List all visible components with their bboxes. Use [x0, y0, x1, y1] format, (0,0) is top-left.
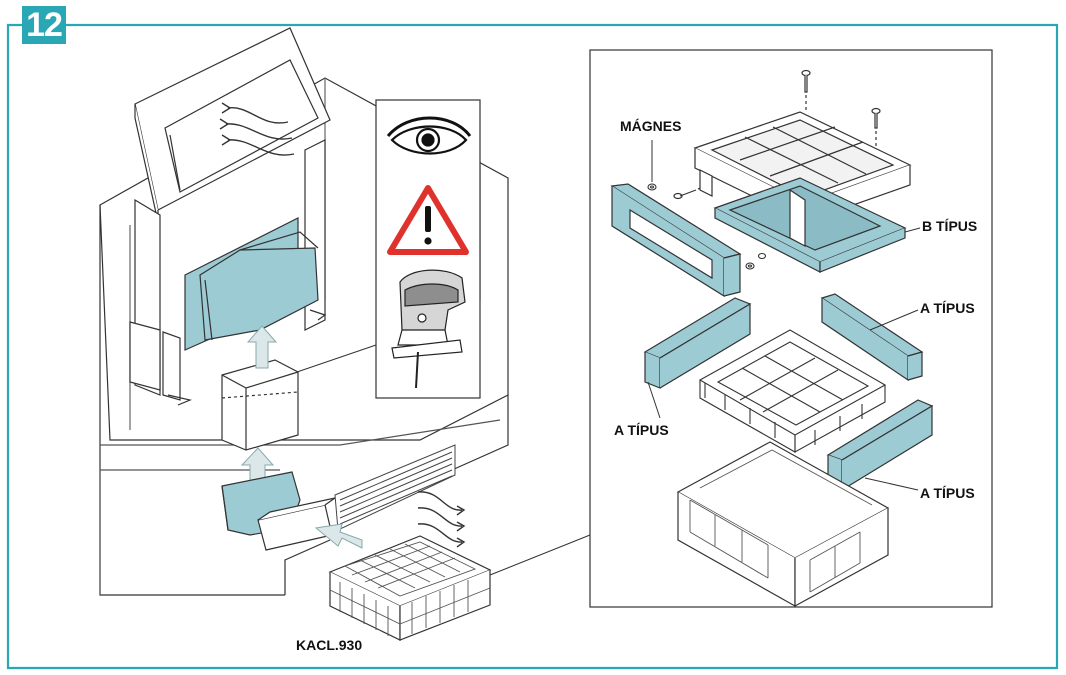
a-type-panel-left: [643, 297, 752, 389]
airflow-arrow-icon: [219, 102, 295, 156]
motor-unit: [184, 217, 319, 351]
step-frame: [6, 23, 1059, 670]
exhaust-arrow-icon: [417, 491, 466, 548]
warning-triangle-icon: [387, 185, 469, 255]
a-type-label-bottom: A TÍPUS: [920, 485, 975, 501]
elbow-duct: [221, 471, 336, 551]
kit-code-label: KACL.930: [296, 637, 363, 653]
duct-box: [221, 359, 299, 451]
basket-frame: [698, 329, 887, 453]
b-type-label: B TÍPUS: [922, 218, 978, 234]
step-number-badge: 12: [22, 6, 66, 44]
callout-line: [489, 534, 591, 576]
callout-line: [647, 381, 661, 419]
magnet-label: MÁGNES: [620, 118, 682, 134]
eye-icon: [386, 116, 472, 155]
callout-line: [296, 344, 377, 373]
magnet-icon: [647, 183, 767, 270]
plinth-grille: [334, 444, 456, 531]
a-type-label-left: A TÍPUS: [614, 422, 669, 438]
callout-line: [904, 227, 921, 233]
downdraft-hood: [129, 27, 331, 406]
callout-line: [864, 477, 919, 491]
insert-arrow-icon: [314, 523, 363, 549]
callout-line: [869, 309, 919, 331]
bottom-housing: [676, 441, 890, 608]
jigsaw-icon: [391, 269, 466, 389]
front-panel-left: [610, 183, 742, 298]
frame-side: [699, 169, 806, 247]
a-type-panel-top: [820, 293, 924, 382]
kacl930-filter: [328, 535, 492, 641]
a-type-label-top: A TÍPUS: [920, 300, 975, 316]
